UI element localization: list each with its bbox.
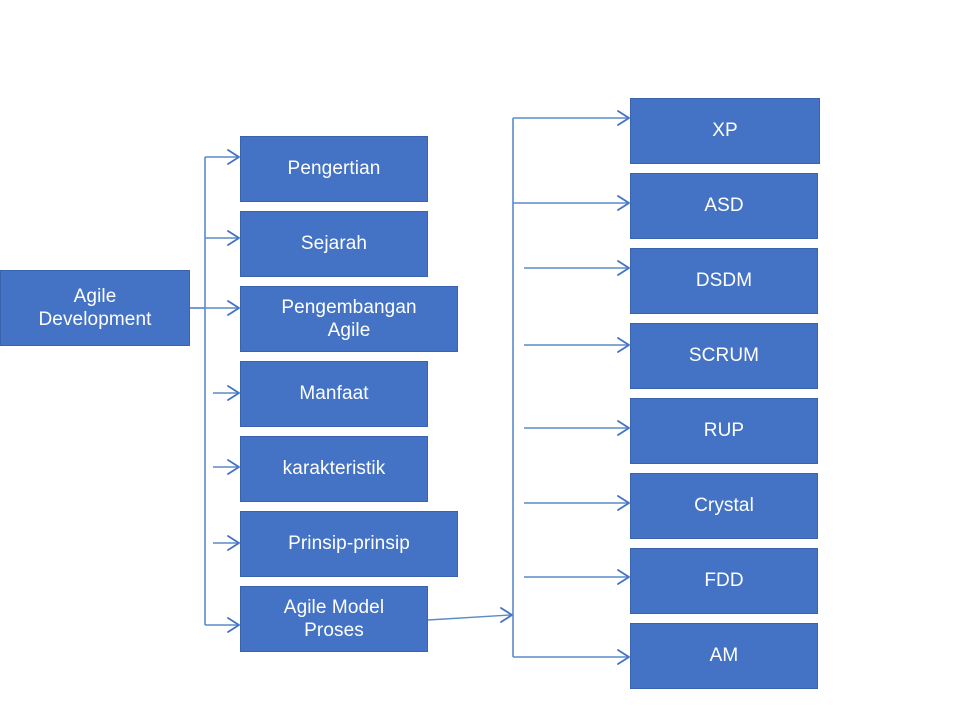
arrow-right-icon-left-2 <box>227 300 240 316</box>
arrow-right-icon-bridge <box>500 607 513 623</box>
node-label: karakteristik <box>282 458 386 480</box>
node-label: AM <box>709 645 739 667</box>
node-manfaat[interactable]: Manfaat <box>240 361 428 427</box>
node-crystal[interactable]: Crystal <box>630 473 818 539</box>
arrow-right-icon-left-5 <box>227 535 240 551</box>
connector-group <box>190 110 630 665</box>
arrow-right-icon-left-1 <box>227 230 240 246</box>
arrow-right-icon-right-7 <box>617 649 630 665</box>
node-agile-development[interactable]: Agile Development <box>0 270 190 346</box>
node-label: Agile Development <box>38 285 152 330</box>
node-rup[interactable]: RUP <box>630 398 818 464</box>
arrow-right-icon-right-4 <box>617 420 630 436</box>
node-pengertian[interactable]: Pengertian <box>240 136 428 202</box>
node-label: Sejarah <box>300 233 368 255</box>
arrow-right-icon-left-4 <box>227 459 240 475</box>
arrow-right-icon-right-1 <box>617 195 630 211</box>
node-karakteristik[interactable]: karakteristik <box>240 436 428 502</box>
node-label: FDD <box>704 570 744 592</box>
node-label: SCRUM <box>688 345 760 367</box>
node-dsdm[interactable]: DSDM <box>630 248 818 314</box>
node-scrum[interactable]: SCRUM <box>630 323 818 389</box>
arrow-right-icon-left-3 <box>227 385 240 401</box>
node-label: Pengertian <box>287 158 381 180</box>
node-label: Crystal <box>694 495 754 517</box>
node-label: Prinsip-prinsip <box>288 533 410 555</box>
node-label: ASD <box>704 195 744 217</box>
node-label: Agile Model Proses <box>283 596 385 641</box>
node-prinsip-prinsip[interactable]: Prinsip-prinsip <box>240 511 458 577</box>
node-label: Pengembangan Agile <box>281 296 417 341</box>
arrow-right-icon-left-0 <box>227 149 240 165</box>
node-asd[interactable]: ASD <box>630 173 818 239</box>
node-label: RUP <box>703 420 745 442</box>
arrow-right-icon-right-2 <box>617 260 630 276</box>
node-agile-model-proses[interactable]: Agile Model Proses <box>240 586 428 652</box>
arrow-right-icon-left-6 <box>227 617 240 633</box>
arrow-right-icon-right-0 <box>617 110 630 126</box>
arrow-right-icon-right-5 <box>617 495 630 511</box>
node-pengembangan-agile[interactable]: Pengembangan Agile <box>240 286 458 352</box>
node-label: Manfaat <box>299 383 369 405</box>
node-xp[interactable]: XP <box>630 98 820 164</box>
node-am[interactable]: AM <box>630 623 818 689</box>
node-label: DSDM <box>695 270 753 292</box>
node-label: XP <box>712 120 738 142</box>
node-fdd[interactable]: FDD <box>630 548 818 614</box>
bridge-connector-line <box>427 614 511 621</box>
arrow-right-icon-right-3 <box>617 337 630 353</box>
node-sejarah[interactable]: Sejarah <box>240 211 428 277</box>
arrow-right-icon-right-6 <box>617 569 630 585</box>
